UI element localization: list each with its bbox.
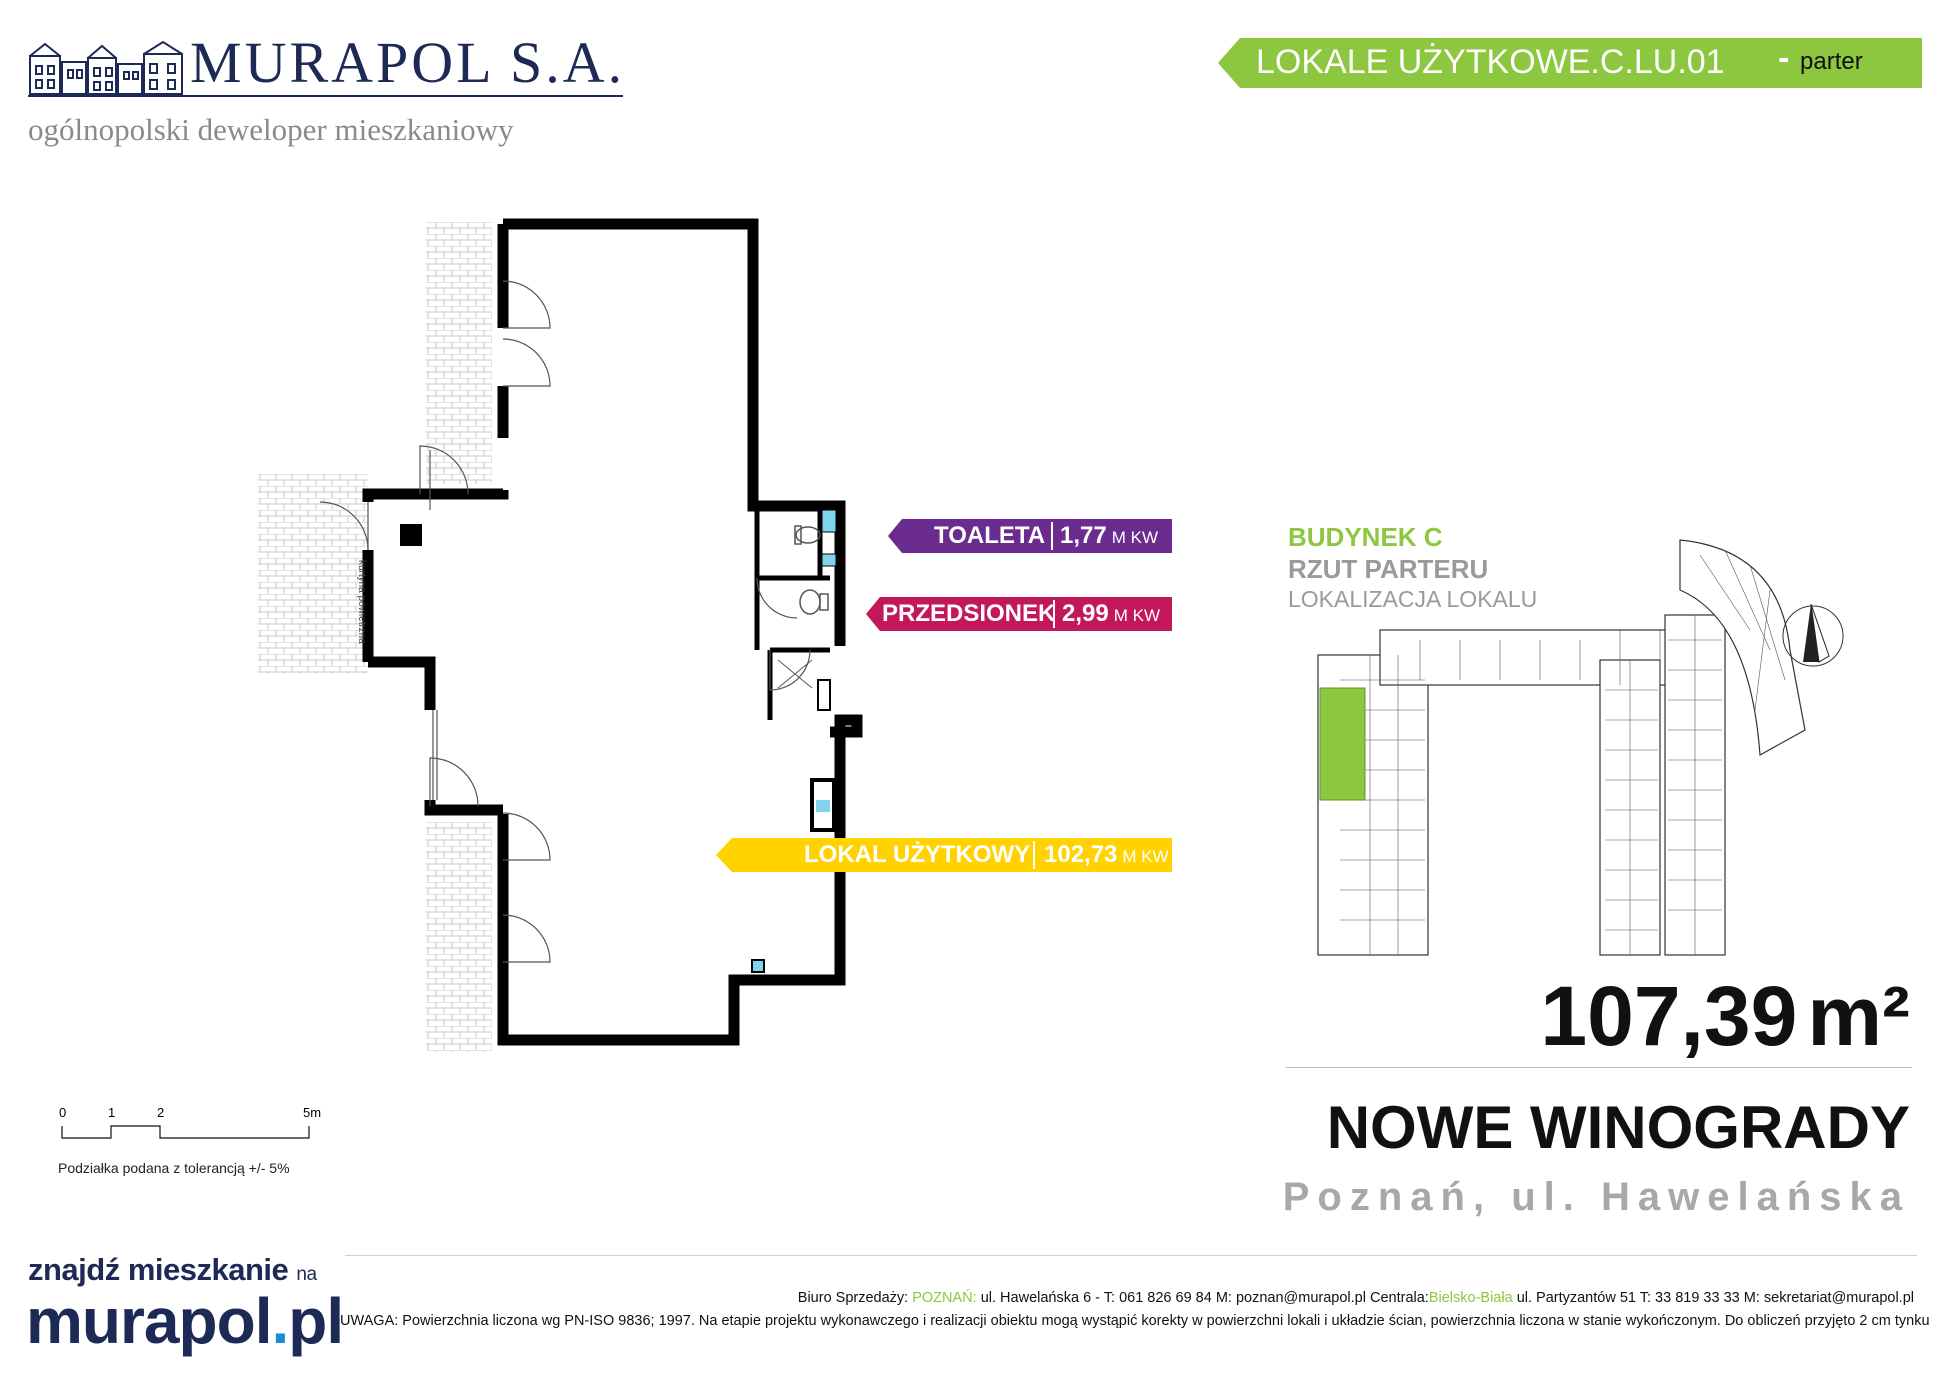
building-subtitle: RZUT PARTERU bbox=[1288, 554, 1489, 584]
total-area-value: 107,39 bbox=[1540, 969, 1798, 1063]
brand-tagline: ogólnopolski deweloper mieszkaniowy bbox=[28, 112, 514, 147]
scale-note: Podziałka podana z tolerancją +/- 5% bbox=[58, 1160, 290, 1176]
building-location-map bbox=[1317, 539, 1844, 956]
scale-bar: 0 1 2 5m bbox=[59, 1105, 321, 1139]
air-curtain-label: kurtyna powietrzna bbox=[356, 560, 367, 644]
room-name: TOALETA bbox=[934, 522, 1046, 549]
total-area-unit: m² bbox=[1807, 969, 1910, 1063]
room-name: PRZEDSIONEK bbox=[882, 600, 1056, 627]
scale-tick-2: 2 bbox=[157, 1105, 164, 1120]
total-divider bbox=[1286, 1067, 1912, 1068]
brand-name: MURAPOL S.A. bbox=[190, 30, 626, 95]
building-location-label: LOKALIZACJA LOKALU bbox=[1288, 586, 1538, 612]
brand-rule bbox=[28, 95, 623, 97]
compass-icon bbox=[1782, 603, 1844, 667]
footer-divider bbox=[345, 1255, 1917, 1256]
project-name: NOWE WINOGRADY bbox=[1326, 1094, 1910, 1161]
project-address: Poznań, ul. Hawelańska bbox=[1282, 1175, 1910, 1219]
highlighted-unit bbox=[1319, 687, 1366, 801]
floor-plan bbox=[258, 218, 863, 1052]
room-name: LOKAL UŻYTKOWY bbox=[804, 841, 1031, 868]
murapol-logo-mark bbox=[29, 40, 183, 95]
scale-tick-0: 0 bbox=[59, 1105, 66, 1120]
find-home-text: znajdź mieszkanie na bbox=[28, 1252, 317, 1287]
unit-banner: LOKALE UŻYTKOWE.C.LU.01 - parter bbox=[1218, 38, 1922, 88]
scale-tick-1: 1 bbox=[108, 1105, 115, 1120]
contact-line: Biuro Sprzedaży: POZNAŃ: ul. Hawelańska … bbox=[797, 1290, 1914, 1306]
banner-title: LOKALE UŻYTKOWE.C.LU.01 bbox=[1256, 43, 1725, 81]
paving-top bbox=[426, 222, 492, 484]
disclaimer-note: UWAGA: Powierzchnia liczona wg PN-ISO 98… bbox=[340, 1313, 1930, 1329]
site-logo-link[interactable]: murapol.pl bbox=[26, 1285, 344, 1357]
scale-tick-5: 5m bbox=[303, 1105, 321, 1120]
building-title: BUDYNEK C bbox=[1288, 522, 1443, 552]
paving-left bbox=[258, 474, 368, 674]
paving-bottom bbox=[426, 822, 492, 1052]
banner-separator: - bbox=[1778, 39, 1790, 77]
banner-floor: parter bbox=[1800, 48, 1863, 75]
banner-shape bbox=[1218, 38, 1922, 88]
column bbox=[400, 524, 422, 546]
